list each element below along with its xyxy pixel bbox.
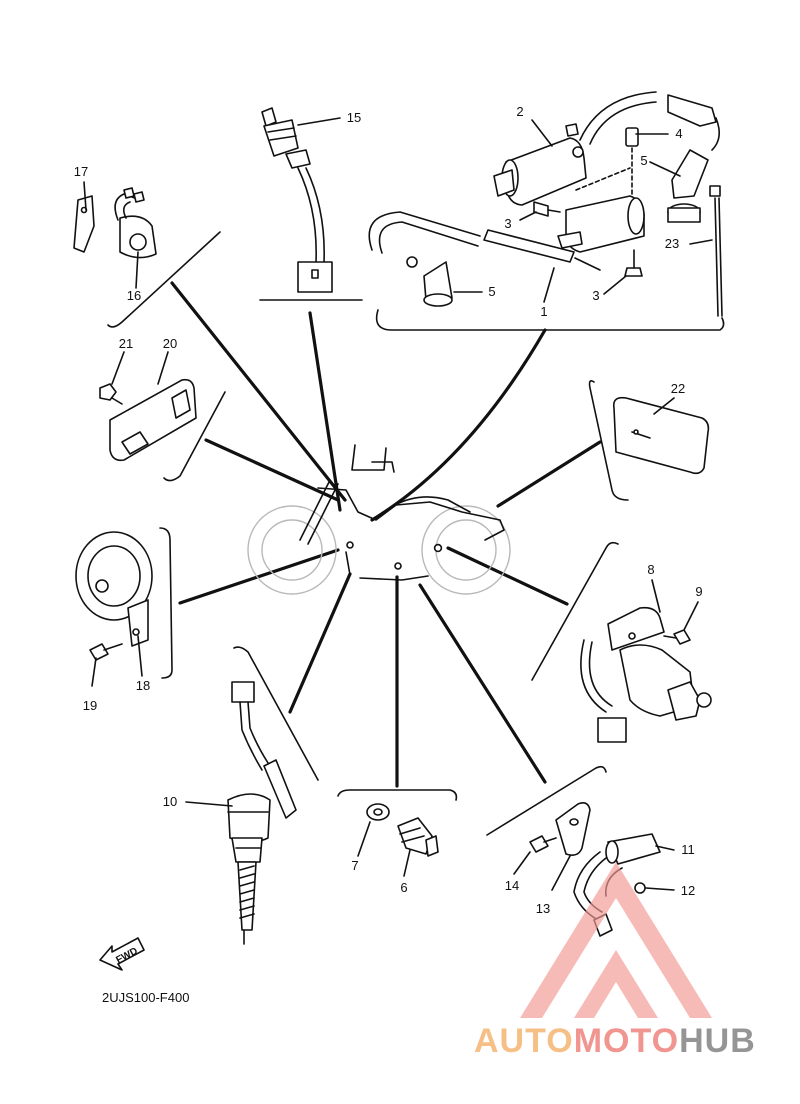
callout-3b: 3 [592, 288, 599, 303]
callout-14: 14 [505, 878, 519, 893]
callout-7: 7 [351, 858, 358, 873]
callout-19: 19 [83, 698, 97, 713]
relay-16 [73, 187, 157, 259]
callout-5a: 5 [640, 153, 647, 168]
watermark-auto: AUTOMOTOHUB [474, 1022, 756, 1060]
callout-4: 4 [675, 126, 682, 141]
motorcycle-outline [247, 444, 511, 595]
callout-15: 15 [347, 110, 361, 125]
switch-15 [261, 107, 333, 293]
callout-10: 10 [163, 794, 177, 809]
reflector-20 [99, 378, 197, 462]
sensor-10 [227, 681, 297, 945]
callout-1: 1 [540, 304, 547, 319]
callout-2: 2 [516, 104, 523, 119]
callout-17: 17 [74, 164, 88, 179]
switch-6 [366, 803, 439, 857]
leader-lines [170, 281, 602, 788]
fwd-arrow: FWD [99, 937, 145, 971]
callout-5b: 5 [488, 284, 495, 299]
callout-9: 9 [695, 584, 702, 599]
watermark-logo: AUTOMOTOHUB [474, 862, 756, 1060]
callout-3a: 3 [504, 216, 511, 231]
callout-16: 16 [127, 288, 141, 303]
horn-18 [75, 531, 153, 661]
callout-18: 18 [136, 678, 150, 693]
group-brackets [107, 231, 725, 836]
drawing-code: 2UJS100-F400 [102, 990, 189, 1005]
watermark-part-hub: HUB [679, 1022, 756, 1060]
callout-labels: 1 2 3 3 4 5 5 6 7 8 9 10 11 12 13 14 15 … [74, 104, 713, 916]
ignition-coil-assembly [368, 91, 723, 317]
callout-8: 8 [647, 562, 654, 577]
callout-21: 21 [119, 336, 133, 351]
watermark-part-auto: AUTO [474, 1022, 574, 1060]
callout-13: 13 [536, 901, 550, 916]
starter-relay-8 [580, 606, 712, 743]
callout-11: 11 [681, 842, 695, 857]
watermark-part-moto: MOTO [574, 1022, 679, 1060]
callout-20: 20 [163, 336, 177, 351]
switch-11-group [529, 802, 661, 937]
callout-23: 23 [665, 236, 679, 251]
callout-6: 6 [400, 880, 407, 895]
reflector-22 [612, 396, 710, 475]
callout-22: 22 [671, 381, 685, 396]
callout-12: 12 [681, 883, 695, 898]
